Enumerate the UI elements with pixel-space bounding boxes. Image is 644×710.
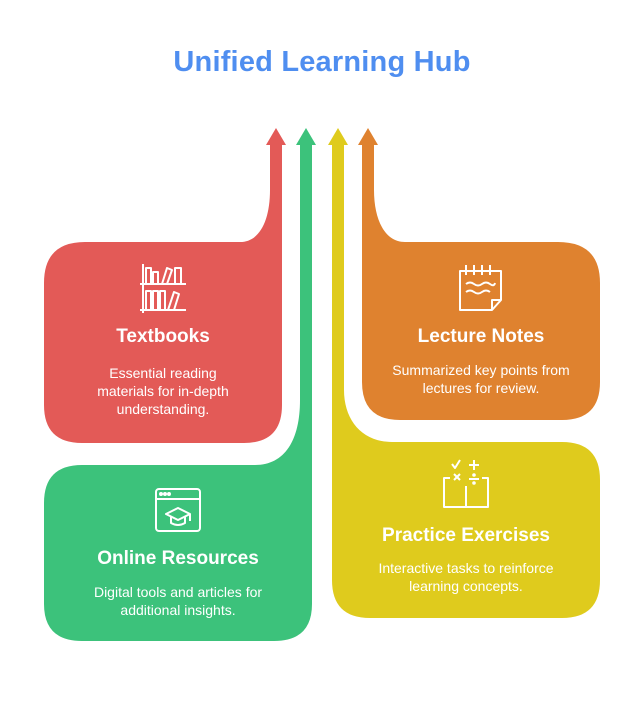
lecture-notes-branch: [358, 128, 600, 420]
browser-graduation-cap-icon: [155, 488, 201, 532]
bookshelf-icon: [140, 264, 186, 313]
practice-exercises-title: Practice Exercises: [382, 525, 550, 546]
lecture-notes-shape: [358, 128, 600, 420]
page-title: Unified Learning Hub: [173, 46, 471, 78]
textbooks-branch: [44, 128, 286, 443]
lecture-notes-title: Lecture Notes: [417, 326, 545, 347]
textbooks-title: Textbooks: [116, 326, 210, 347]
math-book-icon: [443, 459, 489, 508]
practice-exercises-shape: [328, 128, 600, 618]
practice-exercises-branch: [328, 128, 600, 618]
lecture-notes-description: Summarized key points from lectures for …: [392, 362, 570, 396]
online-resources-description: Digital tools and articles for additiona…: [93, 584, 263, 618]
online-resources-branch: [44, 128, 316, 641]
practice-exercises-description: Interactive tasks to reinforce learning …: [378, 560, 554, 594]
textbooks-description: Essential reading materials for in-depth…: [97, 365, 229, 417]
textbooks-shape: [44, 128, 286, 443]
notepad-icon: [459, 265, 502, 311]
online-resources-shape: [44, 128, 316, 641]
online-resources-title: Online Resources: [97, 548, 259, 569]
